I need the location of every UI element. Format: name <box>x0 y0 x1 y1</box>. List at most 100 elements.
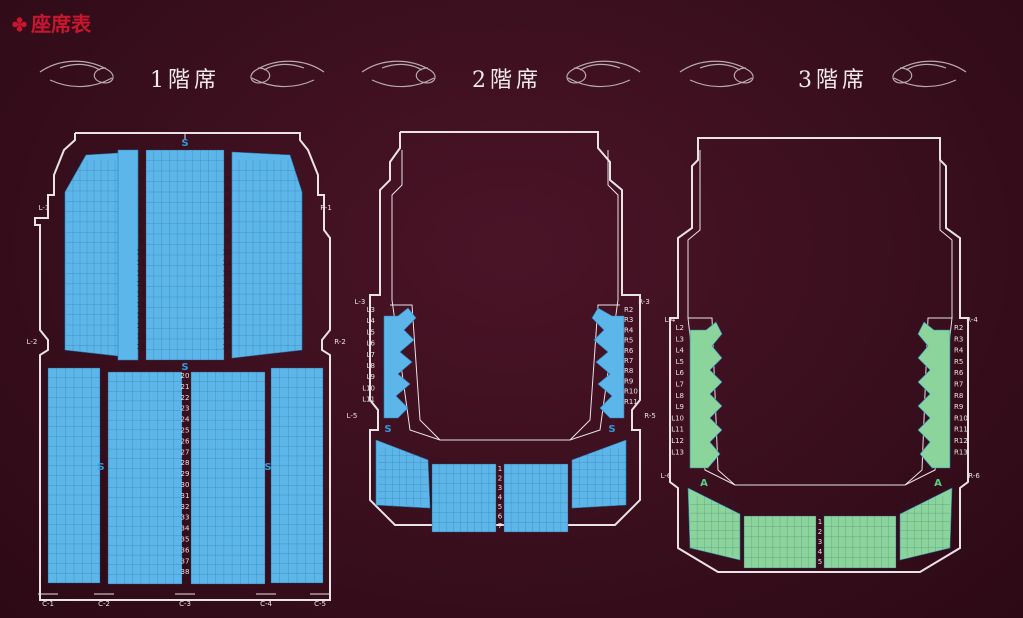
floor2-center-row-number: 6 <box>498 513 503 521</box>
floor1-row-number: 9 <box>139 238 143 246</box>
floor1-row-number: 11 <box>137 259 146 267</box>
floor1-row-number: 9 <box>225 238 229 246</box>
floor1-row-number: 26 <box>181 437 190 445</box>
seat-grid-lines <box>824 516 896 568</box>
floor2-right-wing-block <box>571 439 627 509</box>
floor1-row-number: 8 <box>139 228 143 236</box>
floor3-center-row-number: 2 <box>818 528 822 536</box>
floor3-inner-rail <box>687 150 953 486</box>
floor1-center-left-rear-block-grid <box>108 372 182 584</box>
floor2-section-mark: S <box>608 424 615 435</box>
floor3-center-left-block-grid <box>744 516 816 568</box>
floor1-exit-label: C-4 <box>260 600 272 608</box>
floor1-row-number: 19 <box>223 343 232 351</box>
floor1-row-number: 3 <box>139 175 143 183</box>
floor3-center-right-block <box>823 515 897 569</box>
floor2-outline <box>369 131 641 526</box>
floor1-exit-label: C-1 <box>42 600 54 608</box>
ornament-flourish <box>892 60 967 88</box>
floor1-row-number: 23 <box>181 405 190 413</box>
floor1-row-number: 35 <box>181 536 190 544</box>
floor1-exit-label: C-5 <box>314 600 326 608</box>
floor1-left-rear-block <box>47 367 101 584</box>
floor1-row-number: 12 <box>137 270 146 278</box>
floor1-row-number: 2 <box>139 165 143 173</box>
floor3-right-row-label: R9 <box>954 403 963 411</box>
floor1-row-number: 4 <box>139 186 144 194</box>
floor2-right-row-label: R8 <box>624 367 633 375</box>
floor1-row-number: 5 <box>139 196 143 204</box>
floor1-row-number: 18 <box>223 333 232 341</box>
floor1-row-number: 36 <box>181 546 190 554</box>
floor1-row-number: 32 <box>181 503 190 511</box>
floor3-door-label: R-4 <box>966 316 978 324</box>
floor2-right-row-label: R6 <box>624 347 634 355</box>
floor2-center-left-block <box>431 463 497 533</box>
floor1-section-mark: S <box>264 462 271 473</box>
floor3-left-row-label: L4 <box>676 347 685 355</box>
floor2-right-row-label: R5 <box>624 337 633 345</box>
floor2-left-row-label: L10 <box>362 384 375 392</box>
floor1-section-mark: S <box>181 138 188 149</box>
floor1-aisle-left-block <box>117 149 139 361</box>
floor3-right-row-label: R3 <box>954 335 963 343</box>
floor3-door-label: R-6 <box>968 472 980 480</box>
seat-grid-lines <box>232 160 302 356</box>
floor2-left-row-label: L5 <box>367 328 375 336</box>
floor3-right-row-label: R5 <box>954 358 963 366</box>
floor1-outline <box>34 132 331 601</box>
floor3-right-row-label: R11 <box>954 426 968 434</box>
floor3-left-box <box>689 321 723 469</box>
floor2-right-row-label: R2 <box>624 306 633 314</box>
seat-grid-lines <box>191 372 265 584</box>
floor3-right-row-label: R12 <box>954 437 968 445</box>
floor-1-label: 1階席 <box>150 68 220 93</box>
floor1-right-rear-block <box>270 367 324 584</box>
floor1-door-label: L-1 <box>39 204 50 212</box>
floor1-row-number: 10 <box>223 249 232 257</box>
floor2-center-row-number: 1 <box>498 465 502 473</box>
seat-grid-lines <box>504 464 568 532</box>
floor1-row-number: 14 <box>137 291 146 299</box>
floor1-row-number: 7 <box>225 217 229 225</box>
floor3-right-row-label: R4 <box>954 347 964 355</box>
floor2-door-label: R-5 <box>644 412 656 420</box>
floor3-right-row-label: R2 <box>954 324 963 332</box>
seat-grid-lines <box>744 516 816 568</box>
floor2-center-row-number: 2 <box>498 475 502 483</box>
seat-grid-lines <box>432 464 496 532</box>
floor3-outline <box>669 137 969 573</box>
floor1-center-right-rear-block <box>190 371 266 585</box>
floor3-center-left-block <box>743 515 817 569</box>
seat-grid-lines <box>572 448 626 506</box>
floor3-right-row-label: R6 <box>954 369 964 377</box>
floor2-center-right-block-grid <box>504 464 568 532</box>
floor1-right-front-grid <box>232 160 302 356</box>
floor1-door-label: R-1 <box>320 204 332 212</box>
floor1-row-number: 5 <box>225 196 229 204</box>
floor2-section-mark: S <box>384 424 391 435</box>
ornament-flourish <box>566 60 641 88</box>
floor1-row-number: 25 <box>181 427 190 435</box>
page-title: ✤座席表 <box>12 12 92 36</box>
floor1-row-number: 11 <box>223 259 232 267</box>
floor2-right-row-label: R3 <box>624 316 633 324</box>
floor1-center-front-block-grid <box>146 150 224 360</box>
seat-grid-lines <box>146 150 224 360</box>
floor3-left-row-label: L6 <box>676 369 685 377</box>
floor1-row-number: 15 <box>137 301 146 309</box>
floor2-box-rail <box>569 304 620 441</box>
floor1-row-number: 4 <box>225 186 230 194</box>
ornament-flourish <box>250 60 325 88</box>
floor3-left-row-label: L3 <box>676 335 684 343</box>
floor3-left-row-label: L13 <box>671 448 684 456</box>
floor1-row-number: 30 <box>181 481 190 489</box>
floor1-center-right-rear-block-grid <box>191 372 265 584</box>
floor2-right-row-label: R4 <box>624 326 634 334</box>
floor3-right-row-label: R7 <box>954 381 963 389</box>
floor3-door-label: L-6 <box>661 472 672 480</box>
floor2-left-row-label: L9 <box>367 373 375 381</box>
ornament-flourish <box>679 60 754 88</box>
ornament-flourish <box>361 60 436 88</box>
